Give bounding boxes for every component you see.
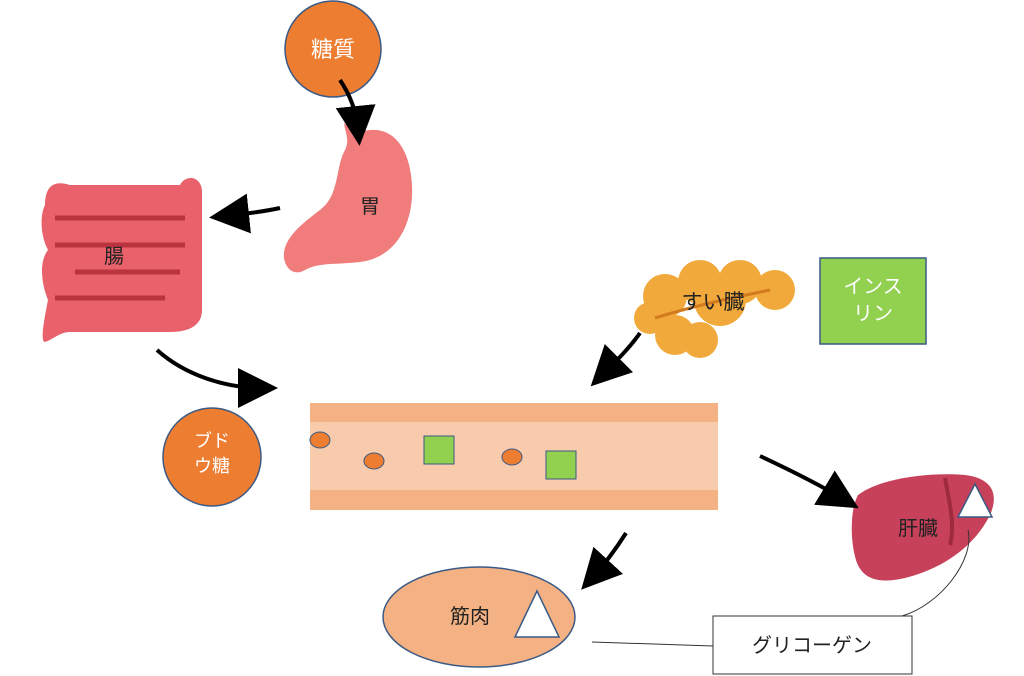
insulin-label-line1: インス xyxy=(843,274,903,298)
muscle-node: 筋肉 xyxy=(382,566,576,668)
arrow-stomach-to-intestine xyxy=(209,193,281,234)
arrow-vessel-to-liver xyxy=(759,454,859,509)
intestine-organ: 腸 xyxy=(41,178,202,342)
muscle-label: 筋肉 xyxy=(450,604,490,628)
stomach-label: 胃 xyxy=(360,194,380,218)
glucose-label-line2: ウ糖 xyxy=(194,456,230,477)
glycogen-triangle-liver xyxy=(956,482,994,518)
pancreas-label: すい臓 xyxy=(682,290,745,314)
glucose-node: ブド ウ糖 xyxy=(162,407,262,507)
insulin-box: インス リン xyxy=(819,257,927,345)
carbohydrate-node: 糖質 xyxy=(284,0,382,98)
blood-vessel xyxy=(309,403,718,510)
insulin-particle xyxy=(545,450,577,480)
glucose-particle xyxy=(363,452,385,470)
carbohydrate-label: 糖質 xyxy=(311,38,355,63)
insulin-particle xyxy=(423,435,455,465)
glycogen-callout: グリコーゲン xyxy=(591,529,970,675)
flow-arrows xyxy=(155,78,859,590)
liver-label: 肝臓 xyxy=(898,516,938,540)
glucose-particle xyxy=(501,448,523,466)
arrow-carb-to-stomach xyxy=(335,78,376,146)
arrow-pancreas-to-vessel xyxy=(590,331,642,387)
liver-organ: 肝臓 xyxy=(851,474,994,581)
stomach-organ: 胃 xyxy=(283,123,413,273)
arrow-vessel-to-muscle xyxy=(581,531,628,590)
glycogen-label: グリコーゲン xyxy=(752,633,872,657)
insulin-label-line2: リン xyxy=(853,301,893,325)
intestine-label: 腸 xyxy=(104,244,124,268)
glucose-particle xyxy=(309,431,331,449)
arrow-intestine-to-vessel xyxy=(155,348,278,408)
glycogen-triangle-muscle xyxy=(513,589,561,638)
glucose-label-line1: ブド xyxy=(194,430,230,452)
pancreas-organ: すい臓 xyxy=(634,260,795,358)
